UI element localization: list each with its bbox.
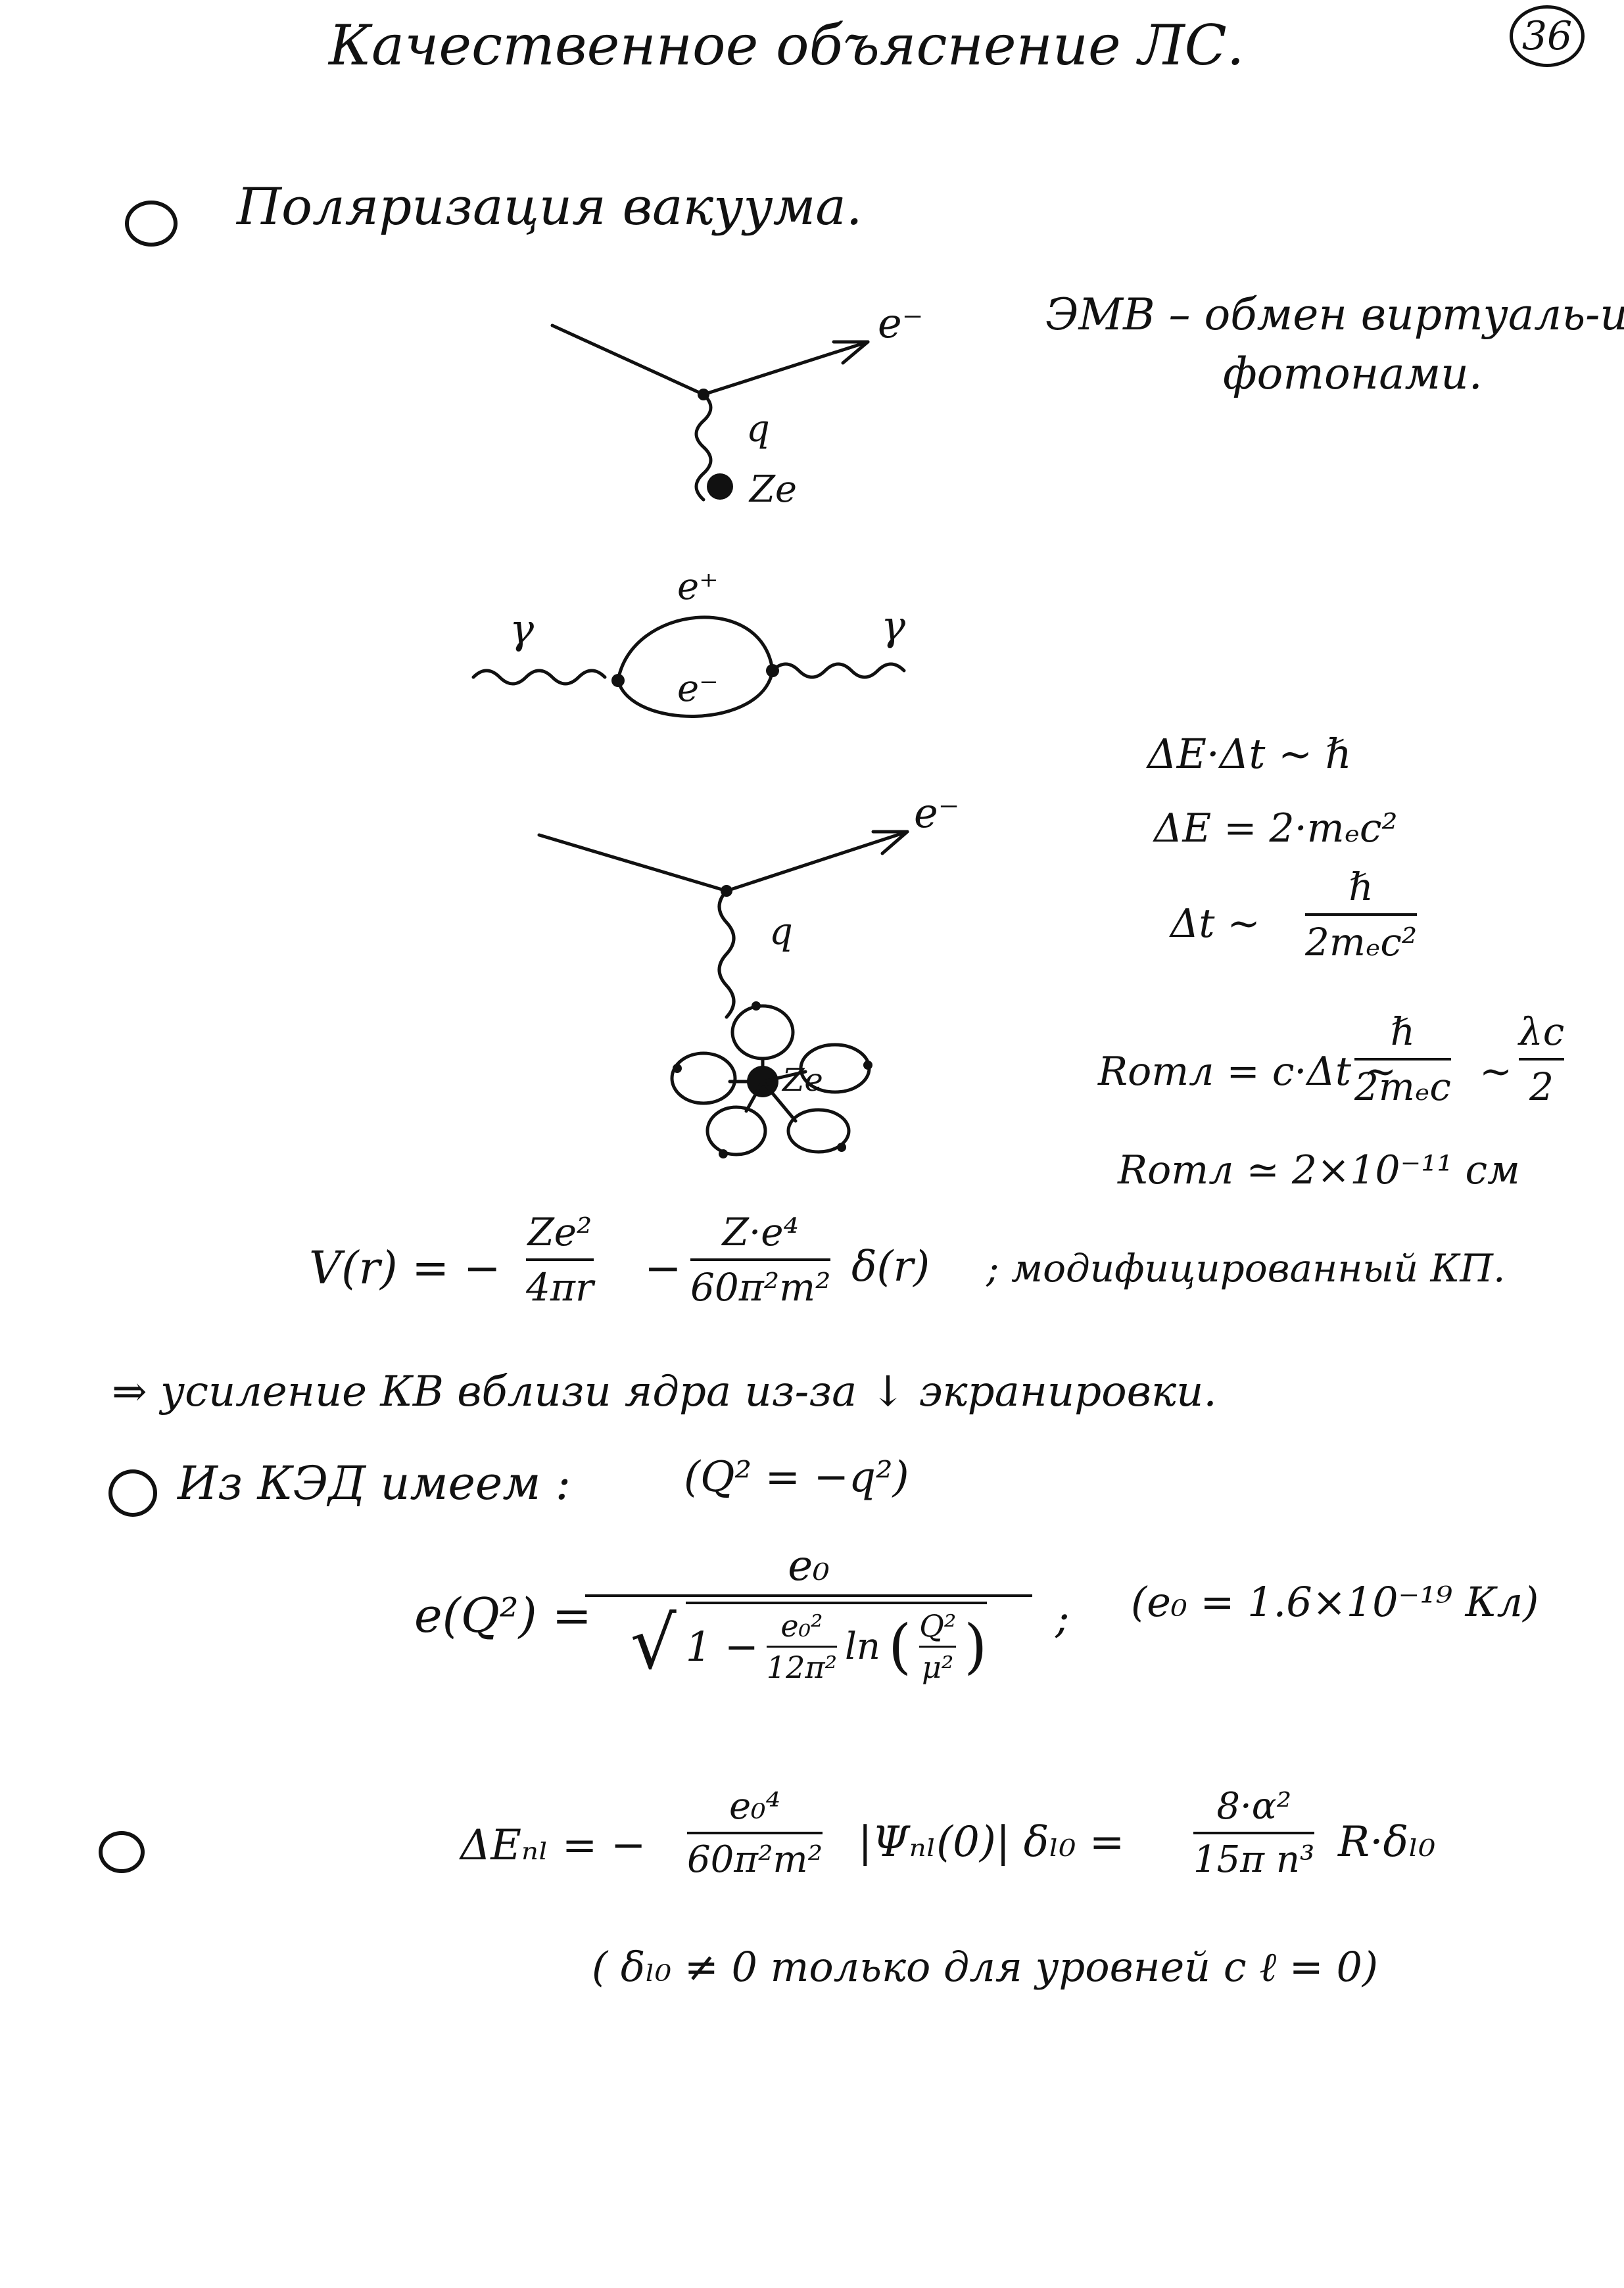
fraction-denominator: 2mₑc²: [1305, 920, 1418, 965]
radius-value: Rотл ≃ 2×10⁻¹¹ см: [1118, 1147, 1520, 1193]
fraction-denominator: μ²: [922, 1649, 954, 1685]
fraction-bar: [690, 1258, 831, 1261]
radius-lhs: Rотл = c·Δt ~: [1098, 1049, 1397, 1095]
fraction-bar: [585, 1594, 1032, 1597]
shift-lhs: ΔEₙₗ = −: [460, 1821, 646, 1870]
fraction-denominator: 2: [1529, 1064, 1554, 1109]
bullet-circle-icon: [99, 1831, 145, 1873]
denominator-prefix: 1 −: [685, 1622, 759, 1671]
side-note-line2: фотонами.: [1223, 348, 1483, 399]
fraction-bar: [1519, 1058, 1565, 1061]
radius-fraction-1: ℏ 2mₑc: [1354, 1009, 1451, 1109]
diagram2-electron-label: e⁻: [677, 667, 719, 710]
diagram2-positron-label: e⁺: [677, 565, 719, 608]
potential-fraction-1: Ze² 4πr: [526, 1210, 594, 1310]
shift-fraction-1: e₀⁴ 60π²m²: [687, 1785, 823, 1881]
page-title: Качественное объяснение ЛС.: [329, 13, 1245, 78]
fraction-denominator: 4πr: [526, 1265, 594, 1310]
outgoing-electron-line: [702, 340, 870, 396]
diagram2-gamma-right: γ: [881, 602, 906, 650]
photon-left-wavy: [471, 669, 607, 686]
diagram1-q-label: q: [746, 408, 770, 450]
diagram-vacuum-loop: [471, 615, 906, 718]
fraction-numerator: e₀⁴: [729, 1785, 781, 1828]
fraction-bar: [1354, 1058, 1451, 1061]
potential-fraction-2: Z·e⁴ 60π²m²: [690, 1210, 831, 1310]
diagram3-Ze-label: Ze: [782, 1062, 823, 1099]
outgoing-electron-line: [725, 830, 909, 893]
incoming-electron-line: [537, 833, 728, 893]
fraction-numerator: 8·α²: [1216, 1785, 1292, 1828]
radius-tilde: ~: [1479, 1049, 1513, 1095]
fraction-numerator: Q²: [919, 1608, 957, 1644]
coupling-separator: ;: [1055, 1594, 1070, 1643]
uncertainty-line3-lhs: Δt ~: [1170, 901, 1260, 947]
electron-arrow-icon: [871, 830, 909, 855]
vertex-dot: [698, 389, 709, 400]
potential-comment: ; модифицированный КП.: [986, 1246, 1506, 1291]
potential-delta: δ(r): [851, 1243, 930, 1291]
bullet-circle-icon: [108, 1469, 157, 1517]
diagram3-electron-label: e⁻: [914, 789, 960, 837]
fraction-denominator: 15π n³: [1193, 1838, 1315, 1881]
page-number: 36: [1521, 13, 1573, 59]
fraction-numerator: λc: [1519, 1009, 1565, 1054]
shift-middle: |Ψₙₗ(0)| δₗ₀ =: [858, 1818, 1125, 1867]
fraction-denominator: 60π²m²: [690, 1265, 831, 1310]
uncertainty-line3-fraction: ℏ 2mₑc²: [1305, 865, 1418, 965]
potential-minus: −: [644, 1243, 682, 1295]
shift-note: ( δₗ₀ ≠ 0 только для уровней с ℓ = 0): [592, 1943, 1379, 1991]
uncertainty-line1: ΔE·Δt ~ ℏ: [1147, 730, 1352, 778]
loop-upper: [616, 615, 775, 682]
diagram1-Ze-label: Ze: [750, 468, 798, 511]
fraction-numerator: Ze²: [527, 1210, 592, 1254]
diagram1-electron-label: e⁻: [878, 299, 924, 347]
section-heading-qed: Из КЭД имеем :: [178, 1456, 571, 1510]
coupling-lhs: e(Q²) =: [414, 1588, 592, 1643]
fraction-numerator: e₀: [788, 1542, 830, 1590]
diagram-scattering: [550, 323, 870, 502]
fraction-denominator: 12π²: [766, 1649, 838, 1685]
coupling-denominator: √ 1 − e₀² 12π² ln ( Q² μ² ): [630, 1601, 988, 1685]
diagram-screening: [537, 830, 909, 1158]
side-note-line1: ЭМВ – обмен виртуаль-и: [1045, 289, 1624, 340]
fraction-numerator: ℏ: [1349, 865, 1373, 909]
potential-lhs: V(r) = −: [309, 1243, 501, 1295]
fraction-numerator: Z·e⁴: [722, 1210, 799, 1254]
fraction-bar: [687, 1832, 823, 1834]
diagram2-gamma-left: γ: [510, 605, 535, 653]
shift-fraction-2: 8·α² 15π n³: [1193, 1785, 1315, 1881]
photon-right-wavy: [771, 662, 906, 679]
loop-lower: [616, 669, 775, 718]
momentum-relation: (Q² = −q²): [684, 1453, 909, 1502]
radius-fraction-2: λc 2: [1519, 1009, 1565, 1109]
fraction-bar: [1305, 913, 1418, 916]
fraction-numerator: ℏ: [1390, 1009, 1416, 1054]
coupling-fraction: e₀ √ 1 − e₀² 12π² ln ( Q² μ² ): [585, 1542, 1032, 1685]
fraction-denominator: 2mₑc: [1354, 1064, 1451, 1109]
fraction-numerator: e₀²: [780, 1608, 823, 1644]
coupling-note: (e₀ = 1.6×10⁻¹⁹ Кл): [1131, 1578, 1539, 1626]
bullet-circle-icon: [125, 201, 178, 247]
diagram3-q-label: q: [769, 911, 793, 953]
uncertainty-line2: ΔE = 2·mₑc²: [1154, 805, 1398, 851]
incoming-electron-line: [550, 323, 705, 396]
page-number-badge: 36: [1510, 5, 1585, 67]
section-heading-vacuum-polarization: Поляризация вакуума.: [237, 178, 863, 237]
shift-tail: R·δₗ₀: [1338, 1818, 1436, 1867]
fraction-bar: [1193, 1832, 1315, 1834]
electron-arrow-icon: [832, 340, 870, 365]
virtual-photon-wavy-line: [694, 393, 713, 502]
sqrt-icon: √: [630, 1601, 677, 1685]
conclusion-line: ⇒ усиление КВ вблизи ядра из-за ↓ экрани…: [112, 1368, 1217, 1416]
fraction-bar: [526, 1258, 594, 1261]
log-label: ln: [845, 1625, 880, 1668]
nucleus-dot: [707, 473, 733, 500]
fraction-denominator: 60π²m²: [687, 1838, 823, 1881]
virtual-photon-wavy-line: [717, 889, 736, 1019]
